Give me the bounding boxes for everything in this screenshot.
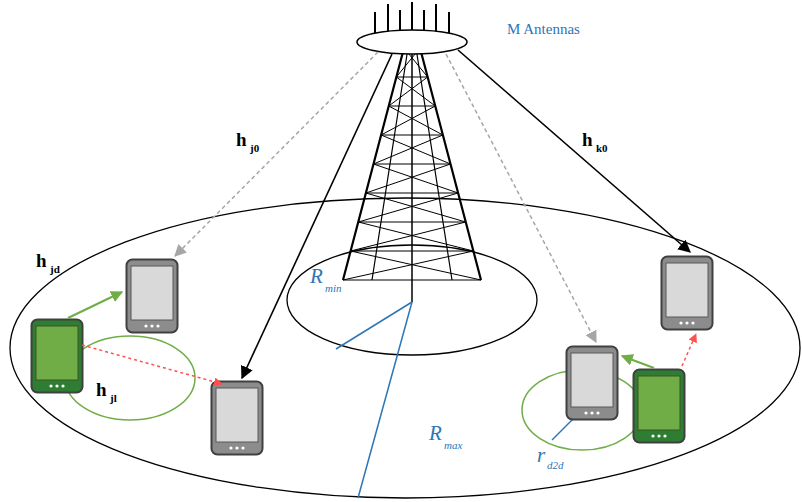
radius-symbol: r — [537, 445, 545, 466]
d2d-range — [65, 336, 195, 420]
tower-brace — [396, 77, 435, 106]
d2d-receiver — [567, 347, 618, 420]
tower-brace — [374, 135, 443, 164]
tower-brace — [343, 280, 481, 281]
tower-brace — [366, 193, 458, 194]
tower-brace — [389, 77, 428, 106]
interference-link — [446, 54, 596, 342]
d2d-link — [622, 356, 654, 368]
tower-brace — [381, 135, 443, 136]
d2d-transmitter — [32, 320, 83, 393]
radius-symbol: R — [310, 266, 323, 287]
radius-line — [358, 302, 412, 498]
base-station-tower — [343, 48, 481, 302]
channel-subscript: jd — [50, 264, 60, 275]
tower-brace — [358, 222, 466, 223]
cell-boundary — [10, 198, 800, 498]
antenna-label: M Antennas — [507, 22, 580, 37]
channel-subscript: jl — [110, 393, 117, 404]
tower-brace — [358, 193, 458, 222]
tower-brace — [358, 222, 473, 251]
cellular-link — [242, 54, 392, 378]
tower-brace — [366, 164, 451, 193]
cellular-user — [212, 382, 263, 455]
d2d-interference — [82, 345, 222, 384]
channel-subscript: j0 — [250, 143, 259, 154]
tower-brace — [396, 77, 427, 78]
radius-subscript: min — [325, 283, 342, 294]
d2d-link — [68, 292, 122, 318]
channel-subscript: k0 — [596, 143, 608, 154]
cellular-user — [662, 257, 713, 330]
radius-symbol: R — [429, 423, 442, 444]
channel-symbol: h — [96, 380, 107, 399]
tower-brace — [351, 222, 466, 251]
tower-brace — [389, 106, 436, 107]
d2d-transmitter — [634, 370, 685, 443]
tower-brace — [351, 251, 481, 280]
tower-brace — [343, 251, 473, 280]
tower-brace — [374, 164, 451, 165]
tower-brace — [366, 193, 466, 222]
radius-subscript: d2d — [547, 460, 564, 471]
cellular-link — [458, 50, 690, 252]
interference-link — [175, 52, 378, 256]
channel-symbol: h — [36, 251, 47, 270]
tower-brace — [381, 106, 435, 135]
d2d-interference — [682, 334, 696, 366]
tower-brace — [381, 135, 450, 164]
tower-brace — [374, 164, 459, 193]
channel-symbol: h — [582, 130, 593, 149]
channel-symbol: h — [236, 130, 247, 149]
antenna-ring — [357, 30, 467, 54]
radius-subscript: max — [444, 440, 462, 451]
tower-brace — [351, 251, 474, 252]
tower-brace — [389, 106, 443, 135]
cellular-user — [127, 260, 178, 333]
